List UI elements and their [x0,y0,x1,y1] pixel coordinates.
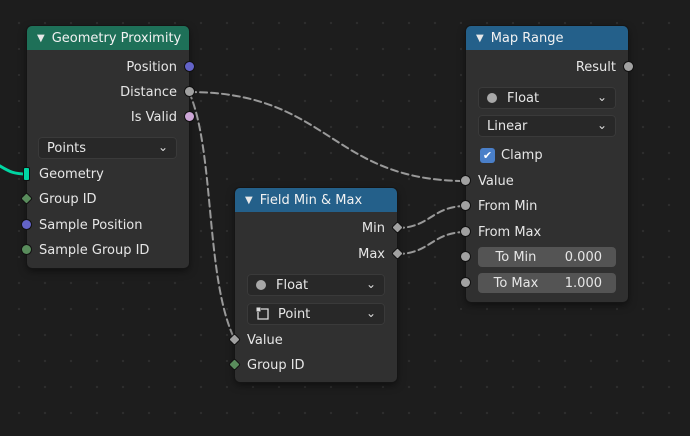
int-socket-icon[interactable] [22,245,31,254]
socket-label: Sample Group ID [39,242,150,258]
dropdown-value: Point [278,306,311,322]
node-title: Field Min & Max [259,192,363,208]
socket-label: Sample Position [39,217,143,233]
output-max: Max [235,244,397,264]
interpolation-dropdown[interactable]: Linear ⌄ [478,115,616,137]
input-geometry: Geometry [27,164,189,184]
socket-label: From Max [478,224,542,240]
chevron-down-icon: ⌄ [596,90,607,104]
output-distance: Distance [27,82,189,102]
node-header[interactable]: ▼ Field Min & Max [235,188,397,212]
output-min: Min [235,218,397,238]
float-type-icon [256,280,266,290]
field-label: To Min [495,249,537,265]
collapse-chevron-icon[interactable]: ▼ [37,32,45,44]
geometry-proximity-node[interactable]: ▼ Geometry Proximity Position Distance I… [21,26,194,268]
float-socket-icon[interactable] [461,252,470,261]
field-value: 0.000 [564,249,602,265]
field-min-max-node[interactable]: ▼ Field Min & Max Min Max Float ⌄ Point … [229,188,403,382]
float-socket-icon[interactable] [185,87,194,96]
input-sample-group-id: Sample Group ID [27,240,189,260]
link-distance-to-minmax [187,90,237,342]
node-title: Map Range [490,30,564,46]
target-element-dropdown[interactable]: Points ⌄ [38,137,177,159]
float-socket-icon[interactable] [461,227,470,236]
field-label: To Max [493,275,539,291]
to-max-field[interactable]: To Max 1.000 [478,273,616,293]
to-min-field[interactable]: To Min 0.000 [478,247,616,267]
output-is-valid: Is Valid [27,107,189,127]
input-group-id: Group ID [27,189,189,209]
checkbox-label: Clamp [501,147,543,163]
input-group-id: Group ID [235,355,397,375]
socket-label: Value [478,173,514,189]
socket-label: Distance [120,84,177,100]
node-title: Geometry Proximity [51,30,182,46]
float-socket-icon[interactable] [624,62,633,71]
socket-label: Geometry [39,166,104,182]
socket-label: Result [575,59,616,75]
dropdown-value: Linear [487,118,528,134]
socket-label: Max [358,246,385,262]
bool-socket-icon[interactable] [185,112,194,121]
socket-label: Is Valid [130,109,177,125]
collapse-chevron-icon[interactable]: ▼ [245,194,253,206]
link-distance-to-value [187,90,468,183]
field-value: 1.000 [564,275,602,291]
checkmark-icon[interactable]: ✔ [480,147,495,163]
data-type-dropdown[interactable]: Float ⌄ [247,274,385,296]
vector-socket-icon[interactable] [185,62,194,71]
dropdown-value: Float [507,90,540,106]
output-result: Result [466,57,628,77]
input-value: Value [466,171,628,191]
dropdown-value: Points [47,140,87,156]
domain-dropdown[interactable]: Point ⌄ [247,303,385,325]
chevron-down-icon: ⌄ [365,306,376,320]
map-range-node[interactable]: ▼ Map Range Result Float ⌄ Linear ⌄ ✔ Cl… [461,26,633,302]
socket-label: Value [247,332,283,348]
input-from-min: From Min [466,196,628,216]
chevron-down-icon: ⌄ [596,118,607,132]
float-socket-icon[interactable] [461,176,470,185]
geometry-socket-icon[interactable] [24,168,29,180]
node-header[interactable]: ▼ Map Range [466,26,628,50]
output-position: Position [27,57,189,77]
float-socket-icon[interactable] [461,201,470,210]
socket-label: Position [126,59,177,75]
collapse-chevron-icon[interactable]: ▼ [476,32,484,44]
dropdown-value: Float [276,277,309,293]
input-sample-position: Sample Position [27,215,189,235]
float-socket-icon[interactable] [461,278,470,287]
chevron-down-icon: ⌄ [157,140,168,154]
float-type-icon [487,93,497,103]
data-type-dropdown[interactable]: Float ⌄ [478,87,616,109]
socket-label: Min [361,220,385,236]
link-incoming-geometry [0,164,29,176]
socket-label: Group ID [247,357,305,373]
chevron-down-icon: ⌄ [365,277,376,291]
socket-label: Group ID [39,191,97,207]
vector-socket-icon[interactable] [22,220,31,229]
node-header[interactable]: ▼ Geometry Proximity [27,26,189,50]
clamp-checkbox[interactable]: ✔ Clamp [466,145,628,165]
input-from-max: From Max [466,222,628,242]
input-value: Value [235,330,397,350]
socket-label: From Min [478,198,538,214]
point-domain-icon [256,307,269,320]
